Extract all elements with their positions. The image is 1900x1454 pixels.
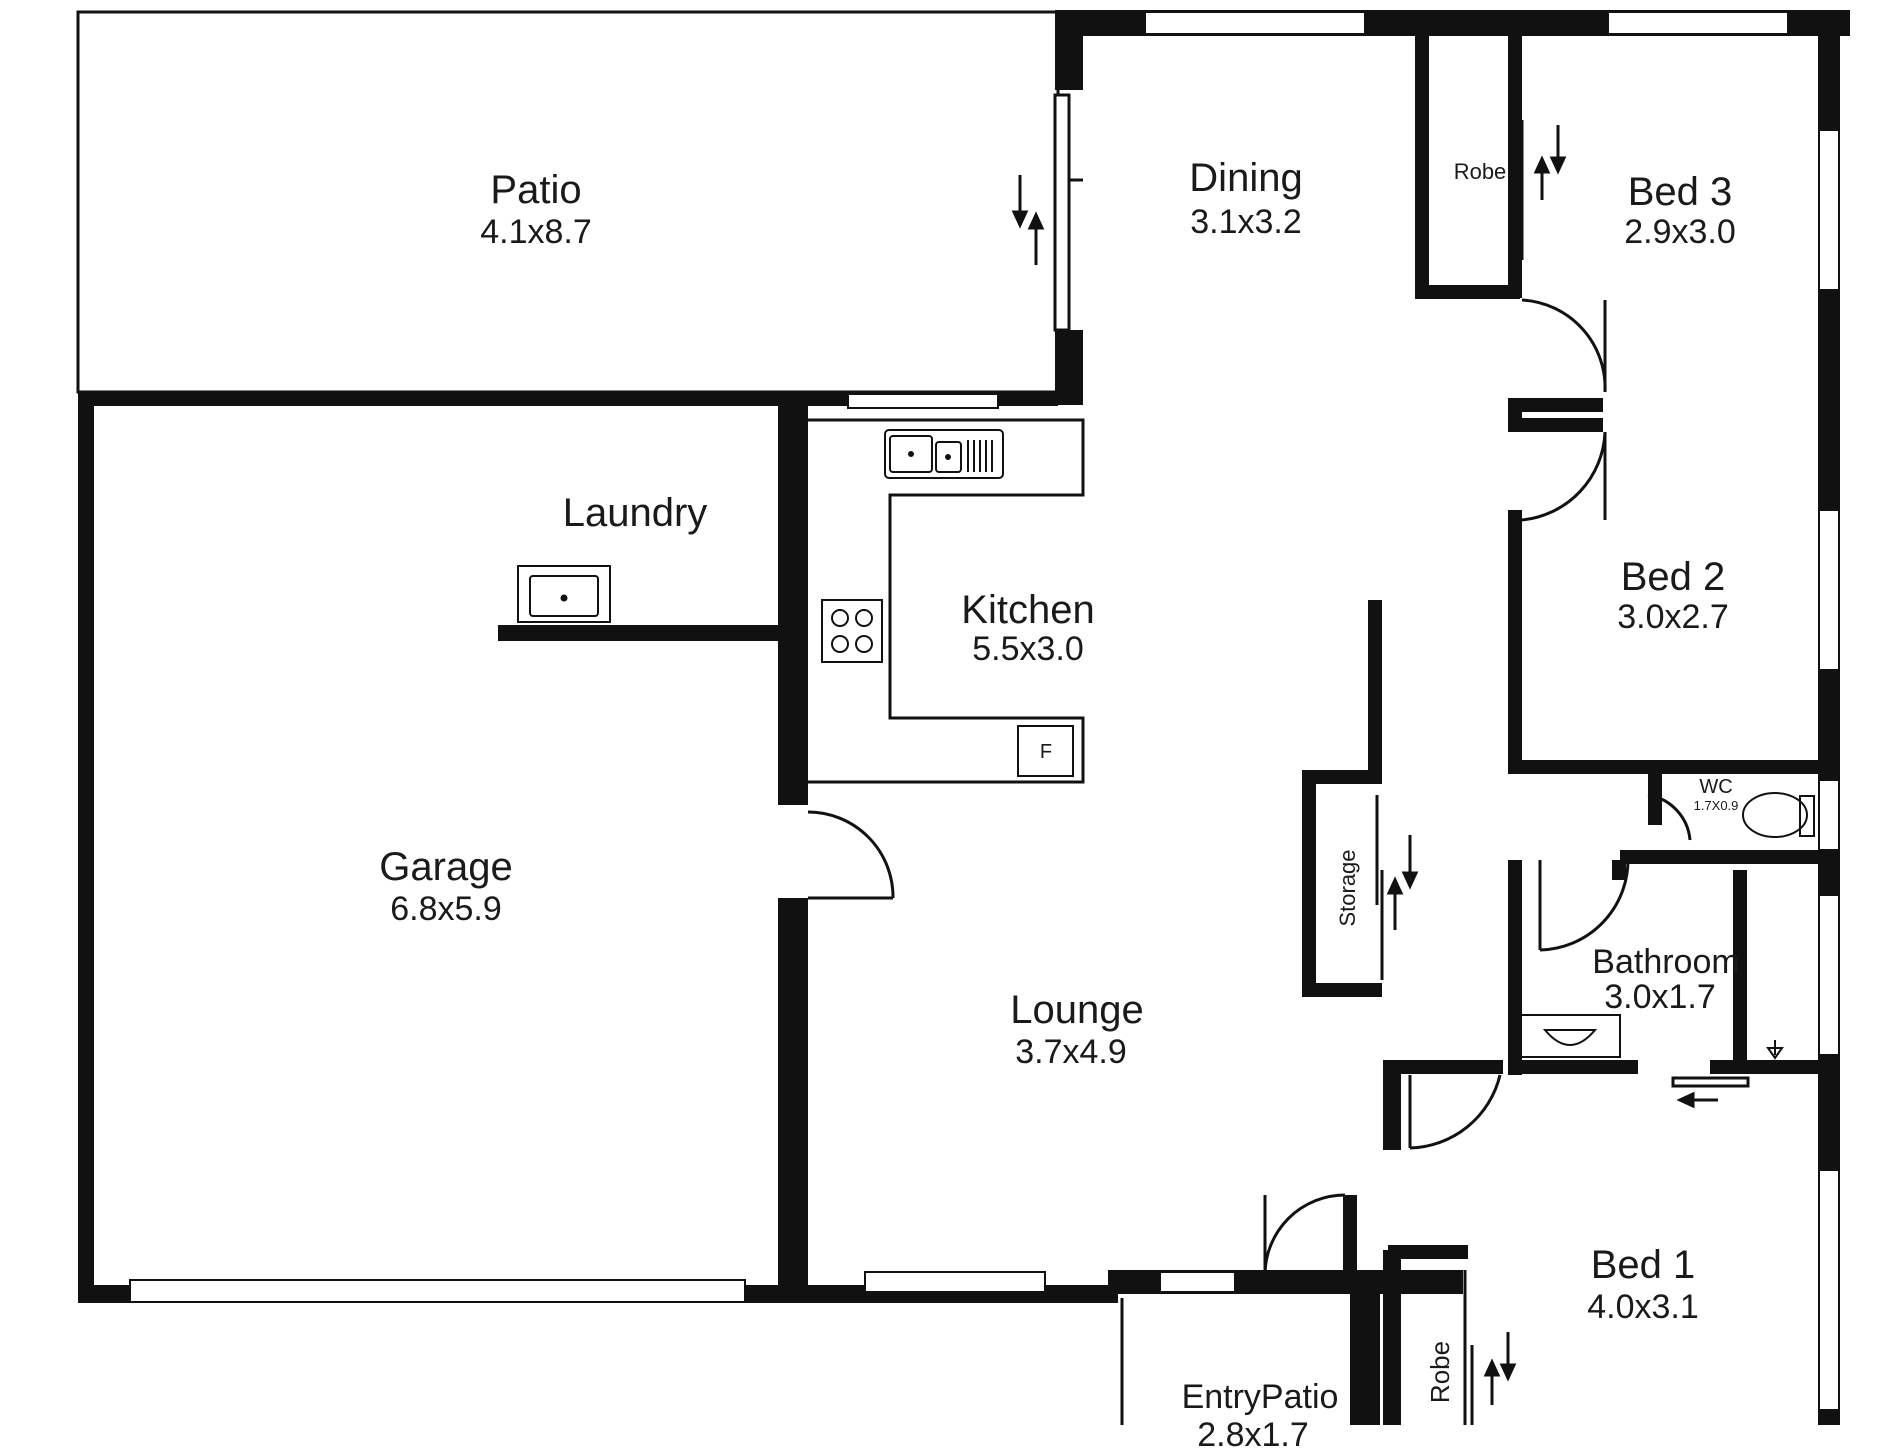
fridge	[1017, 725, 1074, 777]
room-label-storage: Storage	[1335, 849, 1360, 927]
room-label-garage: Garage	[379, 845, 513, 889]
room-size-bed3: 2.9x3.0	[1624, 213, 1736, 251]
room-label-bathroom: Bathroom	[1592, 943, 1740, 981]
fridge-label: F	[1039, 741, 1053, 763]
room-size-garage: 6.8x5.9	[390, 890, 502, 928]
room-label-dining: Dining	[1189, 156, 1303, 200]
laundry-tub	[517, 565, 611, 623]
room-label-bed2: Bed 2	[1620, 555, 1726, 599]
room-label-kitchen: Kitchen	[961, 588, 1095, 632]
room-size-kitchen: 5.5x3.0	[972, 630, 1084, 668]
walls	[78, 10, 1850, 1425]
toilet	[1742, 792, 1808, 838]
room-label-laundry: Laundry	[562, 491, 708, 535]
room-label-patio: Patio	[490, 168, 582, 212]
kitchen-sink	[884, 429, 1004, 479]
room-size-bed1: 4.0x3.1	[1587, 1288, 1699, 1326]
fixtures	[517, 429, 1815, 1060]
room-size-entry-patio: 2.8x1.7	[1197, 1416, 1309, 1454]
bathroom-basin	[1519, 1014, 1621, 1058]
cooktop	[821, 599, 883, 663]
room-label-wc: WC	[1699, 776, 1733, 798]
room-label-robe-bottom: Robe	[1425, 1340, 1455, 1404]
room-label-bed1: Bed 1	[1590, 1243, 1696, 1287]
room-size-wc: 1.7X0.9	[1693, 798, 1739, 813]
room-size-bed2: 3.0x2.7	[1617, 598, 1729, 636]
thin-lines	[808, 65, 1750, 1425]
room-label-entry-patio: EntryPatio	[1181, 1378, 1339, 1416]
room-label-robe-top: Robe	[1453, 159, 1507, 184]
slide-arrows	[1011, 125, 1718, 1405]
windows	[129, 11, 1840, 1411]
room-size-patio: 4.1x8.7	[480, 213, 592, 251]
room-label-bed3: Bed 3	[1627, 170, 1733, 214]
room-size-dining: 3.1x3.2	[1190, 203, 1302, 241]
room-size-lounge: 3.7x4.9	[1015, 1033, 1127, 1071]
room-size-bathroom: 3.0x1.7	[1604, 978, 1716, 1016]
room-label-lounge: Lounge	[1010, 988, 1144, 1032]
door-swings	[807, 298, 1692, 1276]
